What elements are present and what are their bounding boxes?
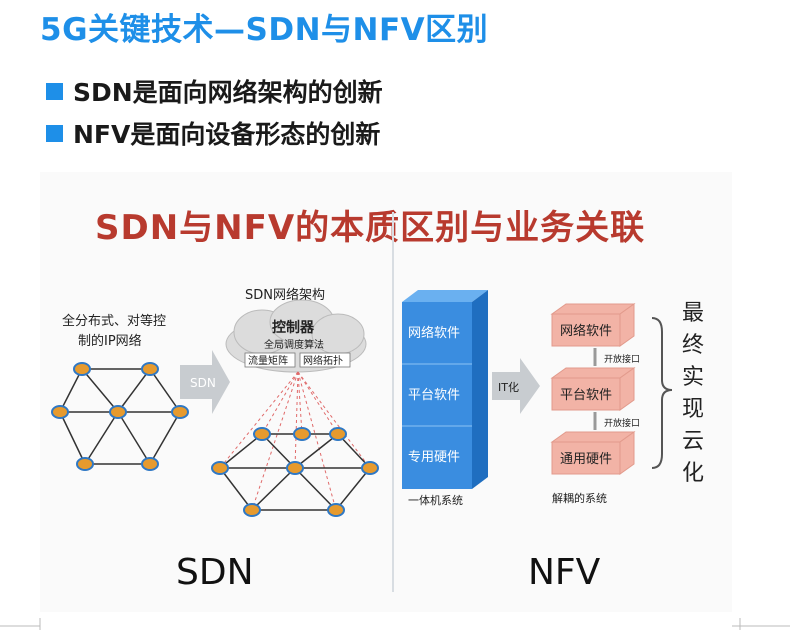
svg-text:实: 实: [682, 365, 704, 390]
figure-title: SDN与NFV的本质区别与业务关联: [95, 208, 646, 248]
interface-label-1: 开放接口: [604, 353, 640, 365]
page-corner-marks: [0, 618, 790, 630]
bullet-square-icon: [46, 124, 63, 142]
router-icon: [293, 427, 311, 441]
router-icon: [211, 461, 229, 475]
svg-text:现: 现: [682, 397, 704, 422]
traffic-matrix-box: [244, 352, 296, 368]
router-icon: [76, 457, 94, 471]
topology-box: [299, 352, 351, 368]
svg-text:云: 云: [682, 429, 704, 454]
sdn-mesh-network: [219, 433, 371, 511]
bullet-text: NFV是面向设备形态的创新: [73, 120, 381, 149]
svg-text:终: 终: [682, 333, 704, 358]
router-icon: [73, 362, 91, 376]
block-layer-platform: 平台软件: [408, 388, 460, 403]
ip-mesh-network: [59, 368, 181, 465]
block-layer-hardware: 专用硬件: [408, 450, 460, 465]
slide-title: 5G关键技术—SDN与NFV区别: [40, 12, 489, 48]
control-lines: [219, 371, 371, 511]
router-icon: [141, 457, 159, 471]
block-caption: 一体机系统: [408, 493, 463, 507]
ip-network-caption-line2: 制的IP网络: [78, 334, 142, 349]
router-icon: [329, 427, 347, 441]
section-divider: [392, 212, 394, 592]
router-icon: [253, 427, 271, 441]
bullet-square-icon: [46, 82, 63, 100]
sdn-bottom-label: SDN: [176, 552, 254, 593]
controller-title: 控制器: [272, 319, 315, 336]
router-icon: [286, 461, 304, 475]
router-icon: [327, 503, 345, 517]
controller-box1: 流量矩阵: [248, 354, 288, 367]
svg-text:最: 最: [682, 301, 704, 326]
controller-subtitle: 全局调度算法: [264, 338, 324, 351]
ip-mesh-nodes: [51, 362, 189, 471]
decoupled-layer-platform: 平台软件: [560, 388, 612, 403]
decoupled-layer-network: 网络软件: [560, 323, 612, 339]
sdn-mesh-nodes: [211, 427, 379, 517]
it-arrow-icon: [492, 358, 540, 414]
sdn-arrow-label: SDN: [190, 376, 216, 390]
it-arrow-label: IT化: [498, 380, 519, 394]
nfv-bottom-label: NFV: [528, 552, 601, 593]
router-icon: [109, 405, 127, 419]
router-icon: [141, 362, 159, 376]
decoupled-layer-hardware: 通用硬件: [560, 452, 612, 467]
bullet-sdn: SDN是面向网络架构的创新: [46, 73, 383, 109]
vertical-cloud-text: 最 终 实 现 云 化: [682, 301, 704, 486]
sdn-arrow-icon: [180, 350, 230, 414]
sdn-arch-title: SDN网络架构: [245, 288, 325, 303]
router-icon: [361, 461, 379, 475]
brace-icon: [651, 317, 673, 469]
router-icon: [243, 503, 261, 517]
svg-text:化: 化: [682, 461, 704, 486]
bullet-nfv: NFV是面向设备形态的创新: [46, 115, 380, 151]
interface-label-2: 开放接口: [604, 417, 640, 429]
figure-panel: SDN与NFV的本质区别与业务关联 全分布式、对等控 制的IP网络 SDN网络架…: [40, 172, 732, 612]
figure-graphics: SDN 控制器 全局调度算法 流量矩阵 网络拓扑: [51, 290, 704, 517]
bullet-text: SDN是面向网络架构的创新: [73, 78, 383, 107]
router-icon: [51, 405, 69, 419]
controller-box2: 网络拓扑: [303, 354, 343, 367]
block-layer-network: 网络软件: [408, 325, 460, 341]
ip-network-caption-line1: 全分布式、对等控: [62, 314, 167, 329]
integrated-block: [402, 290, 488, 489]
decoupled-layers: [550, 303, 636, 475]
router-icon: [171, 405, 189, 419]
decoupled-caption: 解耦的系统: [552, 491, 607, 505]
